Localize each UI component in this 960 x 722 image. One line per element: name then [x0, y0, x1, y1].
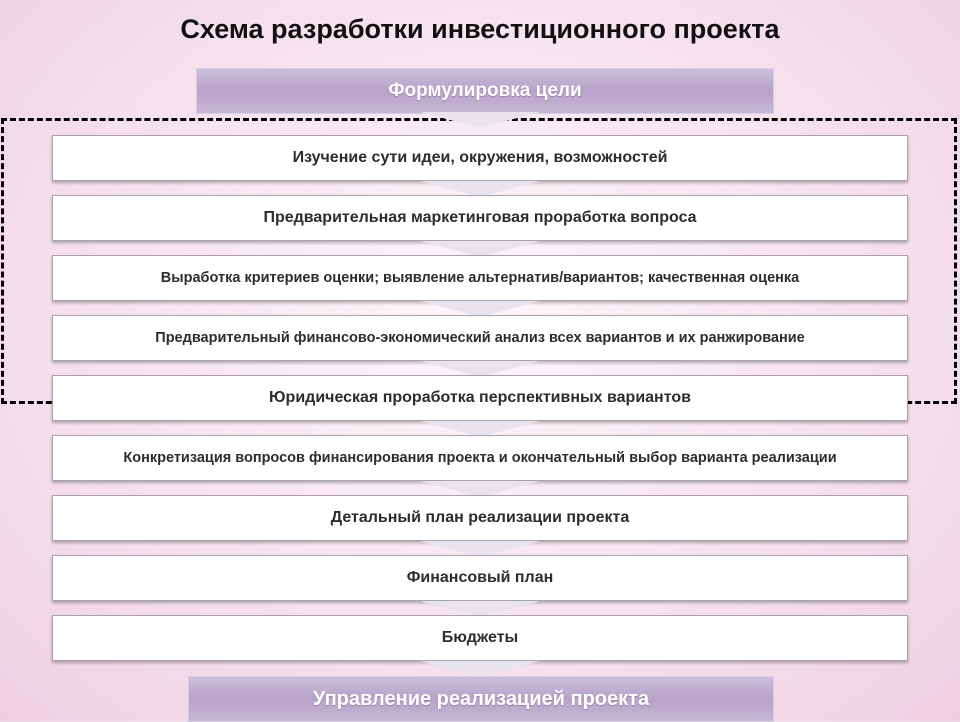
step-8: Финансовый план [52, 555, 908, 601]
flow-arrow [420, 421, 540, 437]
step-5: Юридическая проработка перспективных вар… [52, 375, 908, 421]
step-1: Изучение сути идеи, окружения, возможнос… [52, 135, 908, 181]
step-2: Предварительная маркетинговая проработка… [52, 195, 908, 241]
step-3: Выработка критериев оценки; выявление ал… [52, 255, 908, 301]
flow-arrow [420, 661, 540, 677]
page-title: Схема разработки инвестиционного проекта [180, 14, 780, 44]
flow-arrow [420, 112, 540, 128]
flow-arrow [420, 601, 540, 617]
step-9: Бюджеты [52, 615, 908, 661]
step-4: Предварительный финансово-экономический … [52, 315, 908, 361]
flow-arrow [420, 481, 540, 497]
flow-arrow [420, 181, 540, 197]
flow-arrow [420, 301, 540, 317]
flow-arrow [420, 361, 540, 377]
step-7: Детальный план реализации проекта [52, 495, 908, 541]
goal-banner: Формулировка цели [196, 68, 774, 114]
management-banner: Управление реализацией проекта [188, 676, 774, 722]
flow-arrow [420, 541, 540, 557]
step-6: Конкретизация вопросов финансирования пр… [52, 435, 908, 481]
flow-arrow [420, 241, 540, 257]
